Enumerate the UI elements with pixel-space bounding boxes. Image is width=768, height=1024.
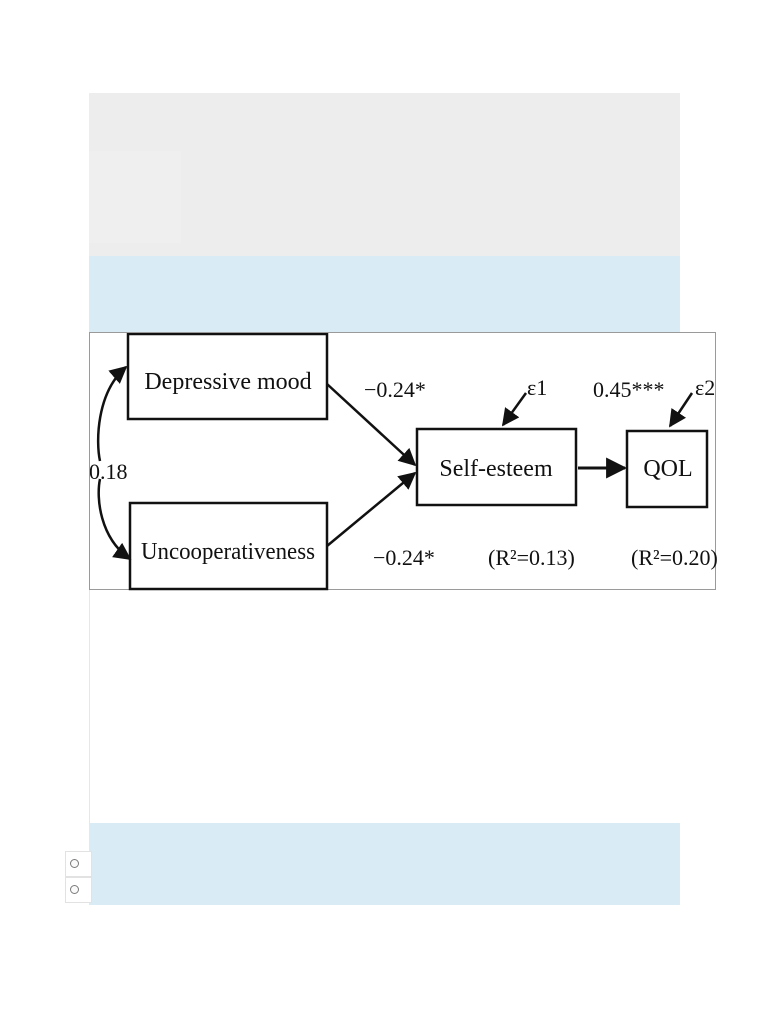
node-box-depressive-mood [126,333,329,421]
answer-option-2[interactable] [65,877,92,903]
node-label-depressive-mood: Depressive mood [144,369,311,395]
node-label-uncooperativeness: Uncooperativeness [141,539,315,565]
path-diagram-figure: Depressive mood Uncooperativeness Self-e… [89,332,717,591]
question-prompt-band [89,256,680,333]
covariance-arrow [96,367,130,559]
coef-depressive-to-self-esteem: −0.24* [364,377,426,402]
r-squared-self-esteem: (R²=0.13) [488,545,575,570]
error-arrow-self-esteem [501,392,528,427]
question-header-panel [89,93,680,256]
content-left-border [89,590,90,823]
coef-uncooperativeness-to-self-esteem: −0.24* [373,545,435,570]
answer-options-band [89,823,680,905]
covariance-label: 0.18 [90,459,128,484]
node-box-self-esteem [415,427,578,507]
path-diagram: Depressive mood Uncooperativeness Self-e… [90,333,717,591]
error-label-qol: ε2 [695,375,715,400]
coef-self-esteem-to-qol: 0.45*** [593,377,665,402]
node-box-uncooperativeness [128,501,329,591]
error-arrow-qol [668,392,694,428]
answer-option-1[interactable] [65,851,92,877]
radio-button-2[interactable] [70,885,79,894]
header-inner-block [89,151,181,243]
r-squared-qol: (R²=0.20) [631,545,717,570]
path-arrow-uncooperativeness-to-self-esteem [326,471,417,547]
error-label-self-esteem: ε1 [527,375,547,400]
node-label-qol: QOL [643,456,692,482]
path-arrow-depressive-to-self-esteem [326,383,417,467]
node-box-qol [625,429,709,509]
node-label-self-esteem: Self-esteem [439,456,553,482]
radio-button-1[interactable] [70,859,79,868]
